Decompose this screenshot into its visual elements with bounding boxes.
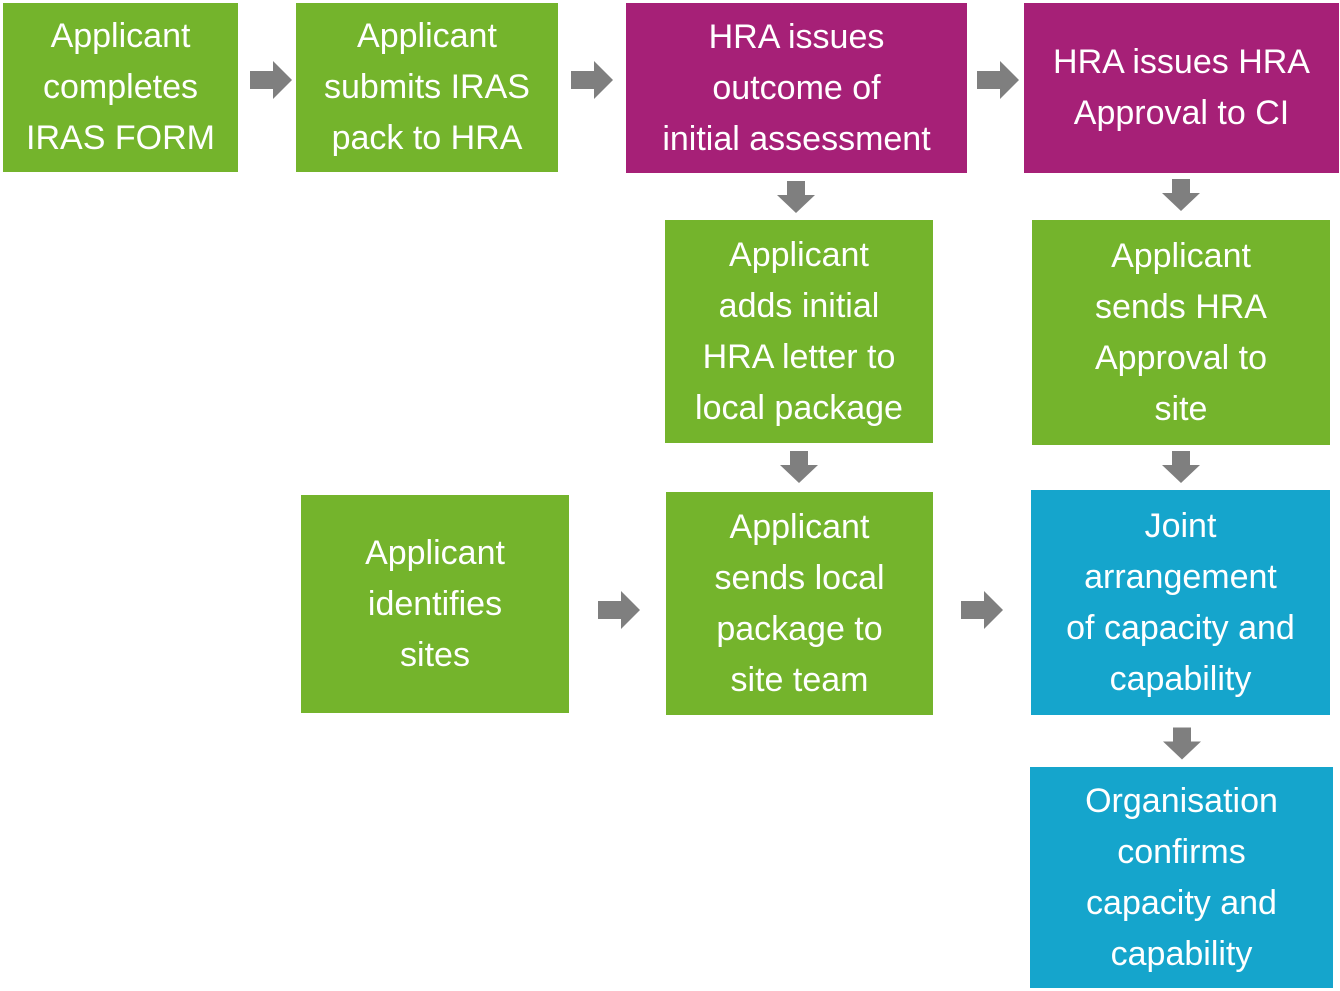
box-applicant-sends-local-package: Applicant sends local package to site te… [666, 492, 933, 715]
arrow-down-icon [778, 451, 820, 483]
box-applicant-sends-approval-site: Applicant sends HRA Approval to site [1032, 220, 1330, 445]
arrow-right-icon [571, 59, 613, 101]
arrow-right-icon [598, 589, 640, 631]
arrow-down-icon [1160, 451, 1202, 483]
box-joint-arrangement: Joint arrangement of capacity and capabi… [1031, 490, 1330, 715]
arrow-right-icon [977, 59, 1019, 101]
box-organisation-confirms: Organisation confirms capacity and capab… [1030, 767, 1333, 988]
arrow-right-icon [961, 589, 1003, 631]
box-hra-issues-approval-ci: HRA issues HRA Approval to CI [1024, 3, 1339, 173]
box-applicant-identifies-sites: Applicant identifies sites [301, 495, 569, 713]
arrow-right-icon [250, 59, 292, 101]
box-applicant-submits-iras-pack: Applicant submits IRAS pack to HRA [296, 3, 558, 172]
arrow-down-icon [775, 181, 817, 213]
box-hra-issues-outcome: HRA issues outcome of initial assessment [626, 3, 967, 173]
box-applicant-adds-initial-letter: Applicant adds initial HRA letter to loc… [665, 220, 933, 443]
arrow-down-icon [1161, 726, 1203, 761]
box-applicant-completes-iras-form: Applicant completes IRAS FORM [3, 3, 238, 172]
arrow-down-icon [1160, 179, 1202, 211]
